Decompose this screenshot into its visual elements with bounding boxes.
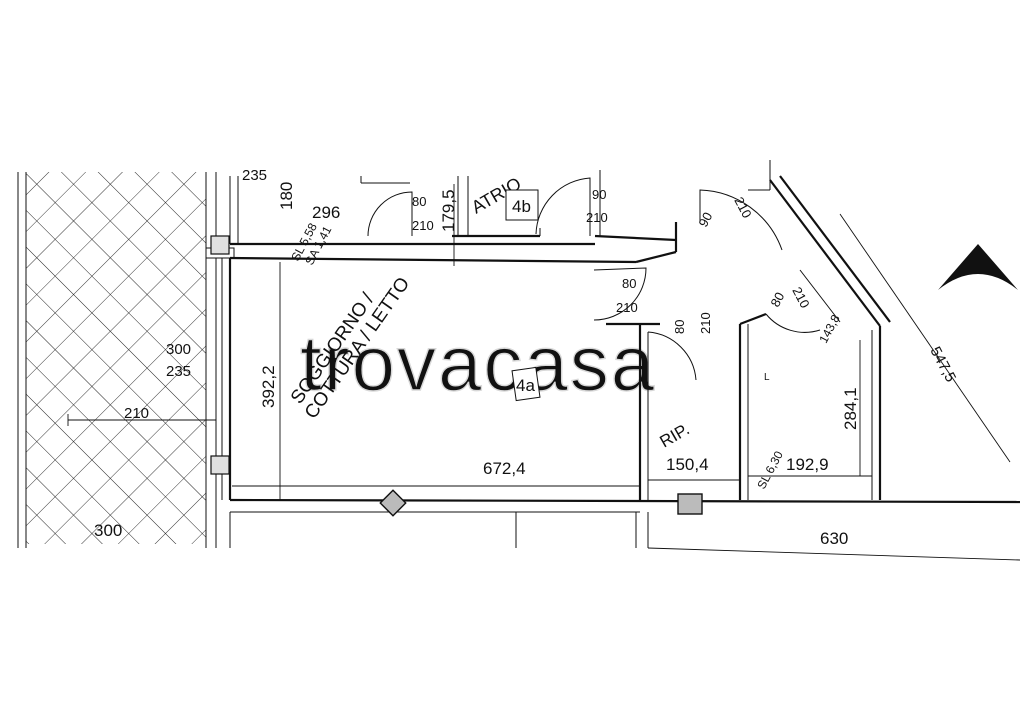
watermark: trovacasa bbox=[300, 319, 656, 407]
door-living-height: 210 bbox=[616, 300, 638, 315]
column-diamond bbox=[379, 489, 407, 517]
column-top-left bbox=[210, 235, 230, 255]
dim-right-547-5: 547,5 bbox=[926, 344, 959, 385]
room-tag-living: 4a bbox=[516, 376, 535, 395]
dim-living-depth: 392,2 bbox=[259, 365, 278, 408]
annotation-bath-mark: L bbox=[764, 372, 770, 383]
door-atrium-2-height: 210 bbox=[586, 210, 608, 225]
dimension-lines bbox=[232, 184, 1011, 500]
door-living-swing bbox=[593, 267, 647, 321]
dim-bath-width: 192,9 bbox=[786, 455, 829, 474]
annotation-diag-right: 143,8 bbox=[816, 312, 843, 345]
door-bath-height: 210 bbox=[789, 284, 812, 310]
left-wall bbox=[205, 235, 235, 500]
door-storage-swing bbox=[647, 331, 697, 381]
door-bath-width: 80 bbox=[767, 290, 787, 310]
dim-living-length: 672,4 bbox=[483, 459, 526, 478]
door-entry-swing bbox=[699, 189, 783, 251]
dim-balcony-300b: 300 bbox=[166, 341, 191, 358]
door-atrium-1-height: 210 bbox=[412, 218, 434, 233]
balcony bbox=[17, 172, 217, 548]
dim-top-179-5: 179,5 bbox=[439, 189, 458, 232]
dim-top-296: 296 bbox=[312, 203, 340, 222]
doors bbox=[367, 177, 821, 381]
door-atrium-2-swing bbox=[535, 177, 591, 236]
dim-bath-depth: 284,1 bbox=[841, 387, 860, 430]
door-bath-swing bbox=[765, 313, 821, 333]
interior-walls bbox=[606, 312, 872, 500]
door-entry-width: 90 bbox=[695, 210, 715, 230]
north-arrow-icon bbox=[938, 244, 1018, 290]
column-bottom-left bbox=[210, 455, 230, 475]
dim-bottom-630: 630 bbox=[820, 529, 848, 548]
room-name-storage: RIP. bbox=[657, 420, 693, 452]
door-storage-width: 80 bbox=[672, 320, 687, 334]
room-tag-atrium: 4b bbox=[512, 197, 531, 216]
door-atrium-1-width: 80 bbox=[412, 194, 426, 209]
door-atrium-2-width: 90 bbox=[592, 187, 606, 202]
column-bottom bbox=[677, 493, 703, 515]
annotation-sl-right: SL 6,30 bbox=[754, 448, 786, 491]
dim-top-235: 235 bbox=[242, 167, 267, 184]
top-walls bbox=[229, 160, 771, 264]
right-diagonal-wall bbox=[769, 175, 891, 500]
dim-balcony-235: 235 bbox=[166, 363, 191, 380]
door-atrium-1-swing bbox=[367, 191, 413, 237]
dim-balcony-300: 300 bbox=[94, 521, 122, 540]
door-living-width: 80 bbox=[622, 276, 636, 291]
dim-storage-width: 150,4 bbox=[666, 455, 709, 474]
dim-balcony-210: 210 bbox=[124, 405, 149, 422]
dim-top-180: 180 bbox=[277, 182, 296, 210]
door-storage-height: 210 bbox=[698, 312, 713, 334]
bottom-walls bbox=[229, 489, 1021, 561]
